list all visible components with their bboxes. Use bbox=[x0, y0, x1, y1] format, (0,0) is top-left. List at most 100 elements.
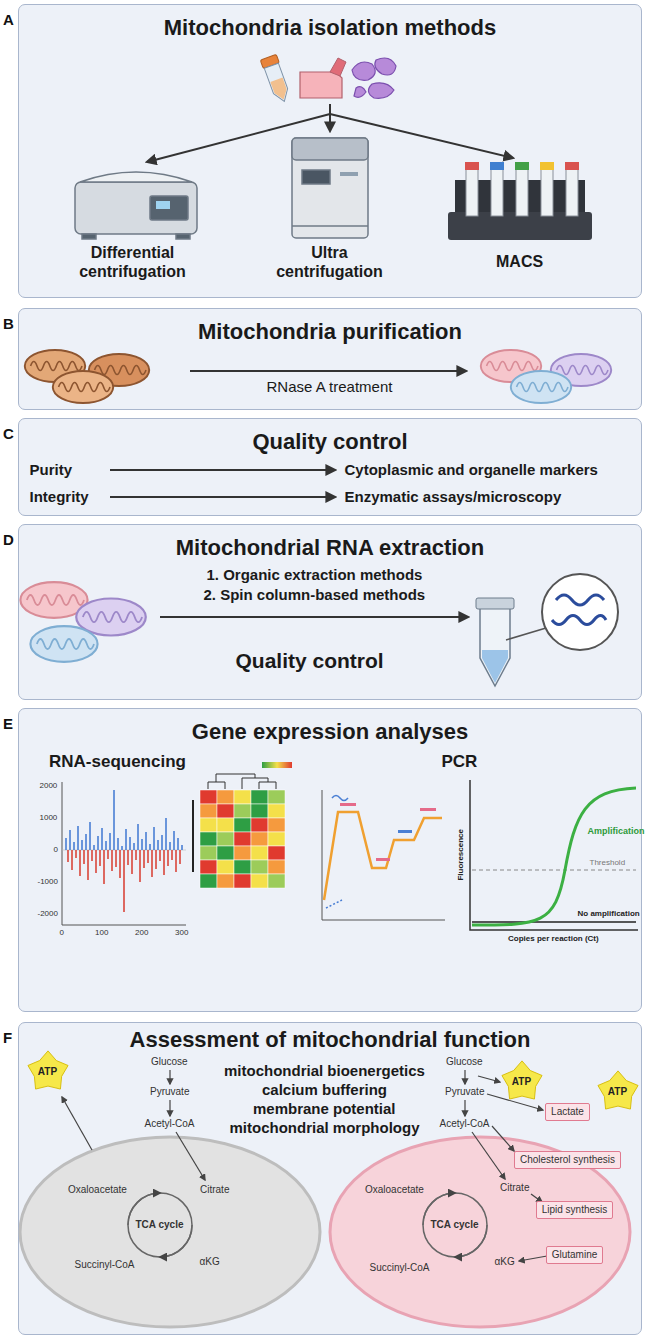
altered-mitochondrion bbox=[330, 1137, 630, 1327]
rna-magnifier bbox=[506, 628, 546, 640]
chart-label: Amplification bbox=[588, 826, 645, 837]
macs-rack bbox=[540, 162, 554, 170]
atp-star: ATP bbox=[596, 1070, 640, 1114]
cycle-label: TCA cycle bbox=[136, 1219, 184, 1231]
check-method: Enzymatic assays/microscopy bbox=[345, 488, 562, 506]
metabolite-label: Succinyl-CoA bbox=[75, 1259, 135, 1271]
thermal-profile-chart bbox=[420, 808, 436, 811]
culture-flask bbox=[300, 72, 342, 98]
panel-title: Assessment of mitochondrial function bbox=[19, 1027, 641, 1053]
amplification-chart bbox=[470, 780, 638, 930]
macs-column bbox=[541, 168, 553, 216]
heatmap bbox=[251, 832, 268, 846]
check-arrows bbox=[110, 496, 335, 498]
panel-box: FAssessment of mitochondrial functionATP… bbox=[18, 1022, 642, 1335]
macs-rack bbox=[448, 212, 592, 240]
macs-column bbox=[516, 168, 528, 216]
thermal-profile-chart bbox=[326, 900, 342, 908]
metabolite-label: Acetyl-CoA bbox=[145, 1118, 195, 1130]
split-arrows bbox=[329, 104, 331, 114]
method-label: 2. Spin column-based methods bbox=[204, 586, 426, 604]
pathway-label: Cholesterol synthesis bbox=[520, 1154, 615, 1166]
heatmap bbox=[200, 804, 217, 818]
macs-rack bbox=[448, 162, 592, 240]
atp-label: ATP bbox=[26, 1050, 70, 1094]
heatmap bbox=[217, 874, 234, 888]
centrifuge-icon bbox=[75, 182, 197, 234]
thermal-profile-chart bbox=[322, 790, 445, 920]
panel-letter: C bbox=[3, 425, 14, 442]
amplification-chart bbox=[472, 869, 636, 870]
heatmap bbox=[200, 818, 217, 832]
pathway-arrows bbox=[169, 1070, 170, 1084]
metabolite-label: Glucose bbox=[446, 1056, 483, 1068]
ultracentrifuge-icon bbox=[340, 172, 358, 176]
sample-tube bbox=[260, 54, 292, 104]
culture-flask bbox=[330, 58, 346, 76]
atp-star: ATP bbox=[500, 1060, 544, 1104]
rna-tube bbox=[476, 598, 514, 609]
heatmap bbox=[268, 846, 285, 860]
heatmap bbox=[268, 860, 285, 874]
rna-magnifier bbox=[506, 574, 618, 650]
heatmap bbox=[234, 860, 251, 874]
metabolite-label: Citrate bbox=[500, 1182, 529, 1194]
seq-track-chart bbox=[62, 849, 186, 850]
panel-title: Gene expression analyses bbox=[19, 719, 641, 745]
pathway-arrows bbox=[176, 1132, 205, 1180]
crude-mitochondria bbox=[88, 353, 148, 385]
macs-rack bbox=[565, 162, 579, 170]
heatmap bbox=[251, 818, 268, 832]
centrifuge-icon bbox=[150, 196, 188, 220]
pure-mitochondria bbox=[550, 353, 610, 385]
function-item: mitochondrial bioenergetics bbox=[224, 1062, 425, 1080]
crude-mitochondria bbox=[52, 370, 112, 402]
macs-rack bbox=[455, 180, 585, 216]
panel-letter: F bbox=[3, 1029, 12, 1046]
axis-tick: 200 bbox=[135, 928, 148, 938]
centrifuge-icon bbox=[75, 172, 197, 239]
heatmap bbox=[234, 874, 251, 888]
panel-title: Mitochondria isolation methods bbox=[19, 15, 641, 41]
check-label: Integrity bbox=[30, 488, 89, 506]
rna-magnifier bbox=[556, 595, 604, 605]
split-arrows bbox=[147, 114, 330, 162]
pathway-label: Lactate bbox=[551, 1106, 584, 1118]
process-arrow bbox=[190, 370, 466, 372]
sample-tube bbox=[260, 54, 279, 68]
macs-column bbox=[566, 168, 578, 216]
method-label: MACS bbox=[496, 252, 543, 271]
axis-tick: 100 bbox=[95, 928, 108, 938]
thermal-profile-chart bbox=[376, 858, 390, 861]
thermal-profile-chart bbox=[340, 803, 356, 806]
thermal-profile-chart bbox=[398, 830, 412, 833]
pathway-arrows bbox=[464, 1100, 465, 1116]
thermal-profile-chart bbox=[324, 812, 442, 900]
heatmap bbox=[268, 804, 285, 818]
heatmap bbox=[268, 874, 285, 888]
pathway-arrows bbox=[62, 1097, 92, 1150]
atp-star: ATP bbox=[26, 1050, 70, 1094]
metabolite-label: Citrate bbox=[200, 1184, 229, 1196]
panel-box: EGene expression analysesRNA-sequencingP… bbox=[18, 708, 642, 1012]
pure-mitochondria bbox=[20, 582, 145, 662]
panel-letter: B bbox=[3, 315, 14, 332]
cell-culture bbox=[374, 58, 395, 75]
heatmap bbox=[234, 818, 251, 832]
panel-letter: E bbox=[3, 715, 13, 732]
pathway-arrows bbox=[169, 1100, 170, 1116]
chart-label: Threshold bbox=[590, 858, 626, 868]
seq-track-chart bbox=[62, 782, 186, 925]
centrifuge-icon bbox=[176, 234, 190, 239]
dendrogram bbox=[208, 774, 276, 789]
tca-cycle bbox=[128, 1193, 487, 1257]
pure-mitochondria bbox=[30, 626, 97, 662]
panel-box: BMitochondria purificationRNase A treatm… bbox=[18, 308, 642, 410]
heatmap bbox=[200, 846, 217, 860]
heatmap bbox=[251, 860, 268, 874]
pathway-box: Glutamine bbox=[546, 1246, 604, 1264]
panel-title: Mitochondrial RNA extraction bbox=[19, 535, 641, 561]
axis-tick: 0 bbox=[60, 928, 64, 938]
centrifuge-icon bbox=[156, 201, 170, 209]
